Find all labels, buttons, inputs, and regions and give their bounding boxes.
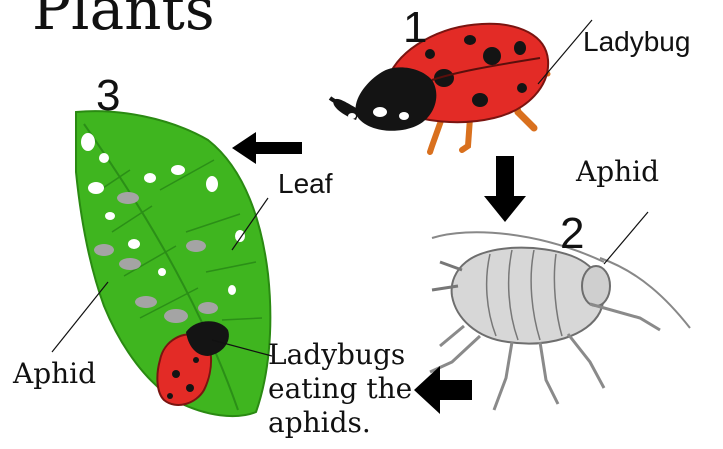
leaf-label: Leaf bbox=[278, 170, 333, 198]
step-number-1: 1 bbox=[403, 6, 427, 50]
step-number-2: 2 bbox=[560, 212, 584, 256]
step-number-3: 3 bbox=[96, 74, 120, 118]
ladybug-label: Ladybug bbox=[583, 28, 690, 56]
arrow-down bbox=[484, 156, 526, 222]
arrow-left-top bbox=[232, 132, 302, 164]
aphid-top-label: Aphid bbox=[576, 158, 659, 186]
arrow-left-bottom bbox=[414, 366, 472, 414]
page-title: Plants bbox=[32, 0, 215, 38]
aphid-left-label: Aphid bbox=[13, 360, 96, 388]
caption-ladybugs-eating: Ladybugs eating the aphids. bbox=[268, 338, 412, 440]
caption-line-1: Ladybugs bbox=[268, 338, 412, 372]
caption-line-3: aphids. bbox=[268, 406, 412, 440]
aphid-left-leader-line bbox=[52, 282, 108, 352]
aphid-top-leader-line bbox=[604, 212, 648, 264]
caption-line-2: eating the bbox=[268, 372, 412, 406]
ladybug-illustration bbox=[330, 24, 548, 152]
